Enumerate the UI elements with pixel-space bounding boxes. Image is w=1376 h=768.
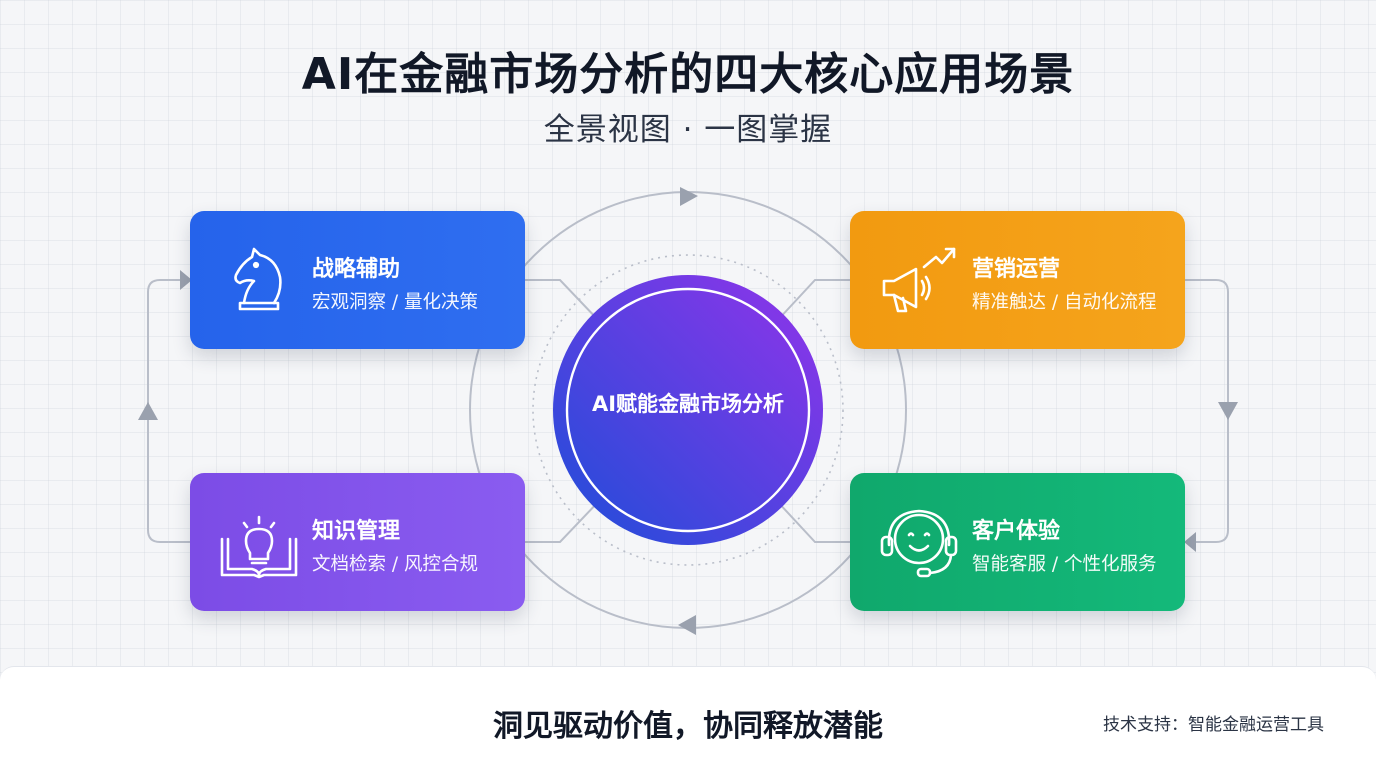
hub-circle	[553, 275, 823, 545]
ring-arrow-bottom	[678, 615, 696, 635]
card-strategy-title: 战略辅助	[312, 257, 401, 282]
card-knowledge-title: 知识管理	[312, 519, 401, 544]
cycle-arrow-right-mid	[1218, 402, 1238, 420]
connector-knowledge	[525, 499, 601, 543]
headset-smile-icon	[880, 509, 958, 578]
card-marketing-title: 营销运营	[972, 257, 1061, 282]
card-customer-title: 客户体验	[972, 519, 1061, 544]
ring-arrow-top	[680, 187, 698, 206]
footer-bar: 洞见驱动价值，协同释放潜能 技术支持：智能金融运营工具	[0, 666, 1376, 768]
hub-inner-ring	[565, 287, 811, 533]
cycle-arrow-left-top	[180, 270, 192, 290]
footer-credit: 技术支持：智能金融运营工具	[1103, 715, 1324, 735]
hub-label: AI赋能金融市场分析	[591, 392, 785, 416]
card-knowledge[interactable]: 知识管理 文档检索 / 风控合规	[190, 473, 525, 611]
dotted-ring	[532, 254, 844, 566]
card-marketing[interactable]: 营销运营 精准触达 / 自动化流程	[850, 211, 1185, 349]
footer-slogan: 洞见驱动价值，协同释放潜能	[493, 709, 883, 744]
cycle-line-left	[147, 279, 190, 543]
card-customer-desc: 智能客服 / 个性化服务	[972, 554, 1157, 575]
page-subtitle: 全景视图 · 一图掌握	[543, 112, 833, 148]
chess-knight-icon	[234, 247, 282, 311]
connector-strategy	[525, 279, 601, 323]
cycle-arrow-left-mid	[138, 402, 158, 420]
card-strategy[interactable]: 战略辅助 宏观洞察 / 量化决策	[190, 211, 525, 349]
megaphone-growth-icon	[882, 247, 956, 313]
card-customer[interactable]: 客户体验 智能客服 / 个性化服务	[850, 473, 1185, 611]
book-lightbulb-icon	[220, 515, 298, 579]
card-knowledge-desc: 文档检索 / 风控合规	[312, 554, 478, 575]
cycle-arrow-right-bottom	[1184, 532, 1196, 552]
connector-customer	[775, 499, 851, 543]
card-marketing-desc: 精准触达 / 自动化流程	[972, 292, 1157, 313]
card-strategy-desc: 宏观洞察 / 量化决策	[312, 292, 478, 313]
page-title: AI在金融市场分析的四大核心应用场景	[301, 49, 1075, 100]
cycle-line-right	[1185, 279, 1229, 543]
connector-marketing	[775, 279, 851, 323]
